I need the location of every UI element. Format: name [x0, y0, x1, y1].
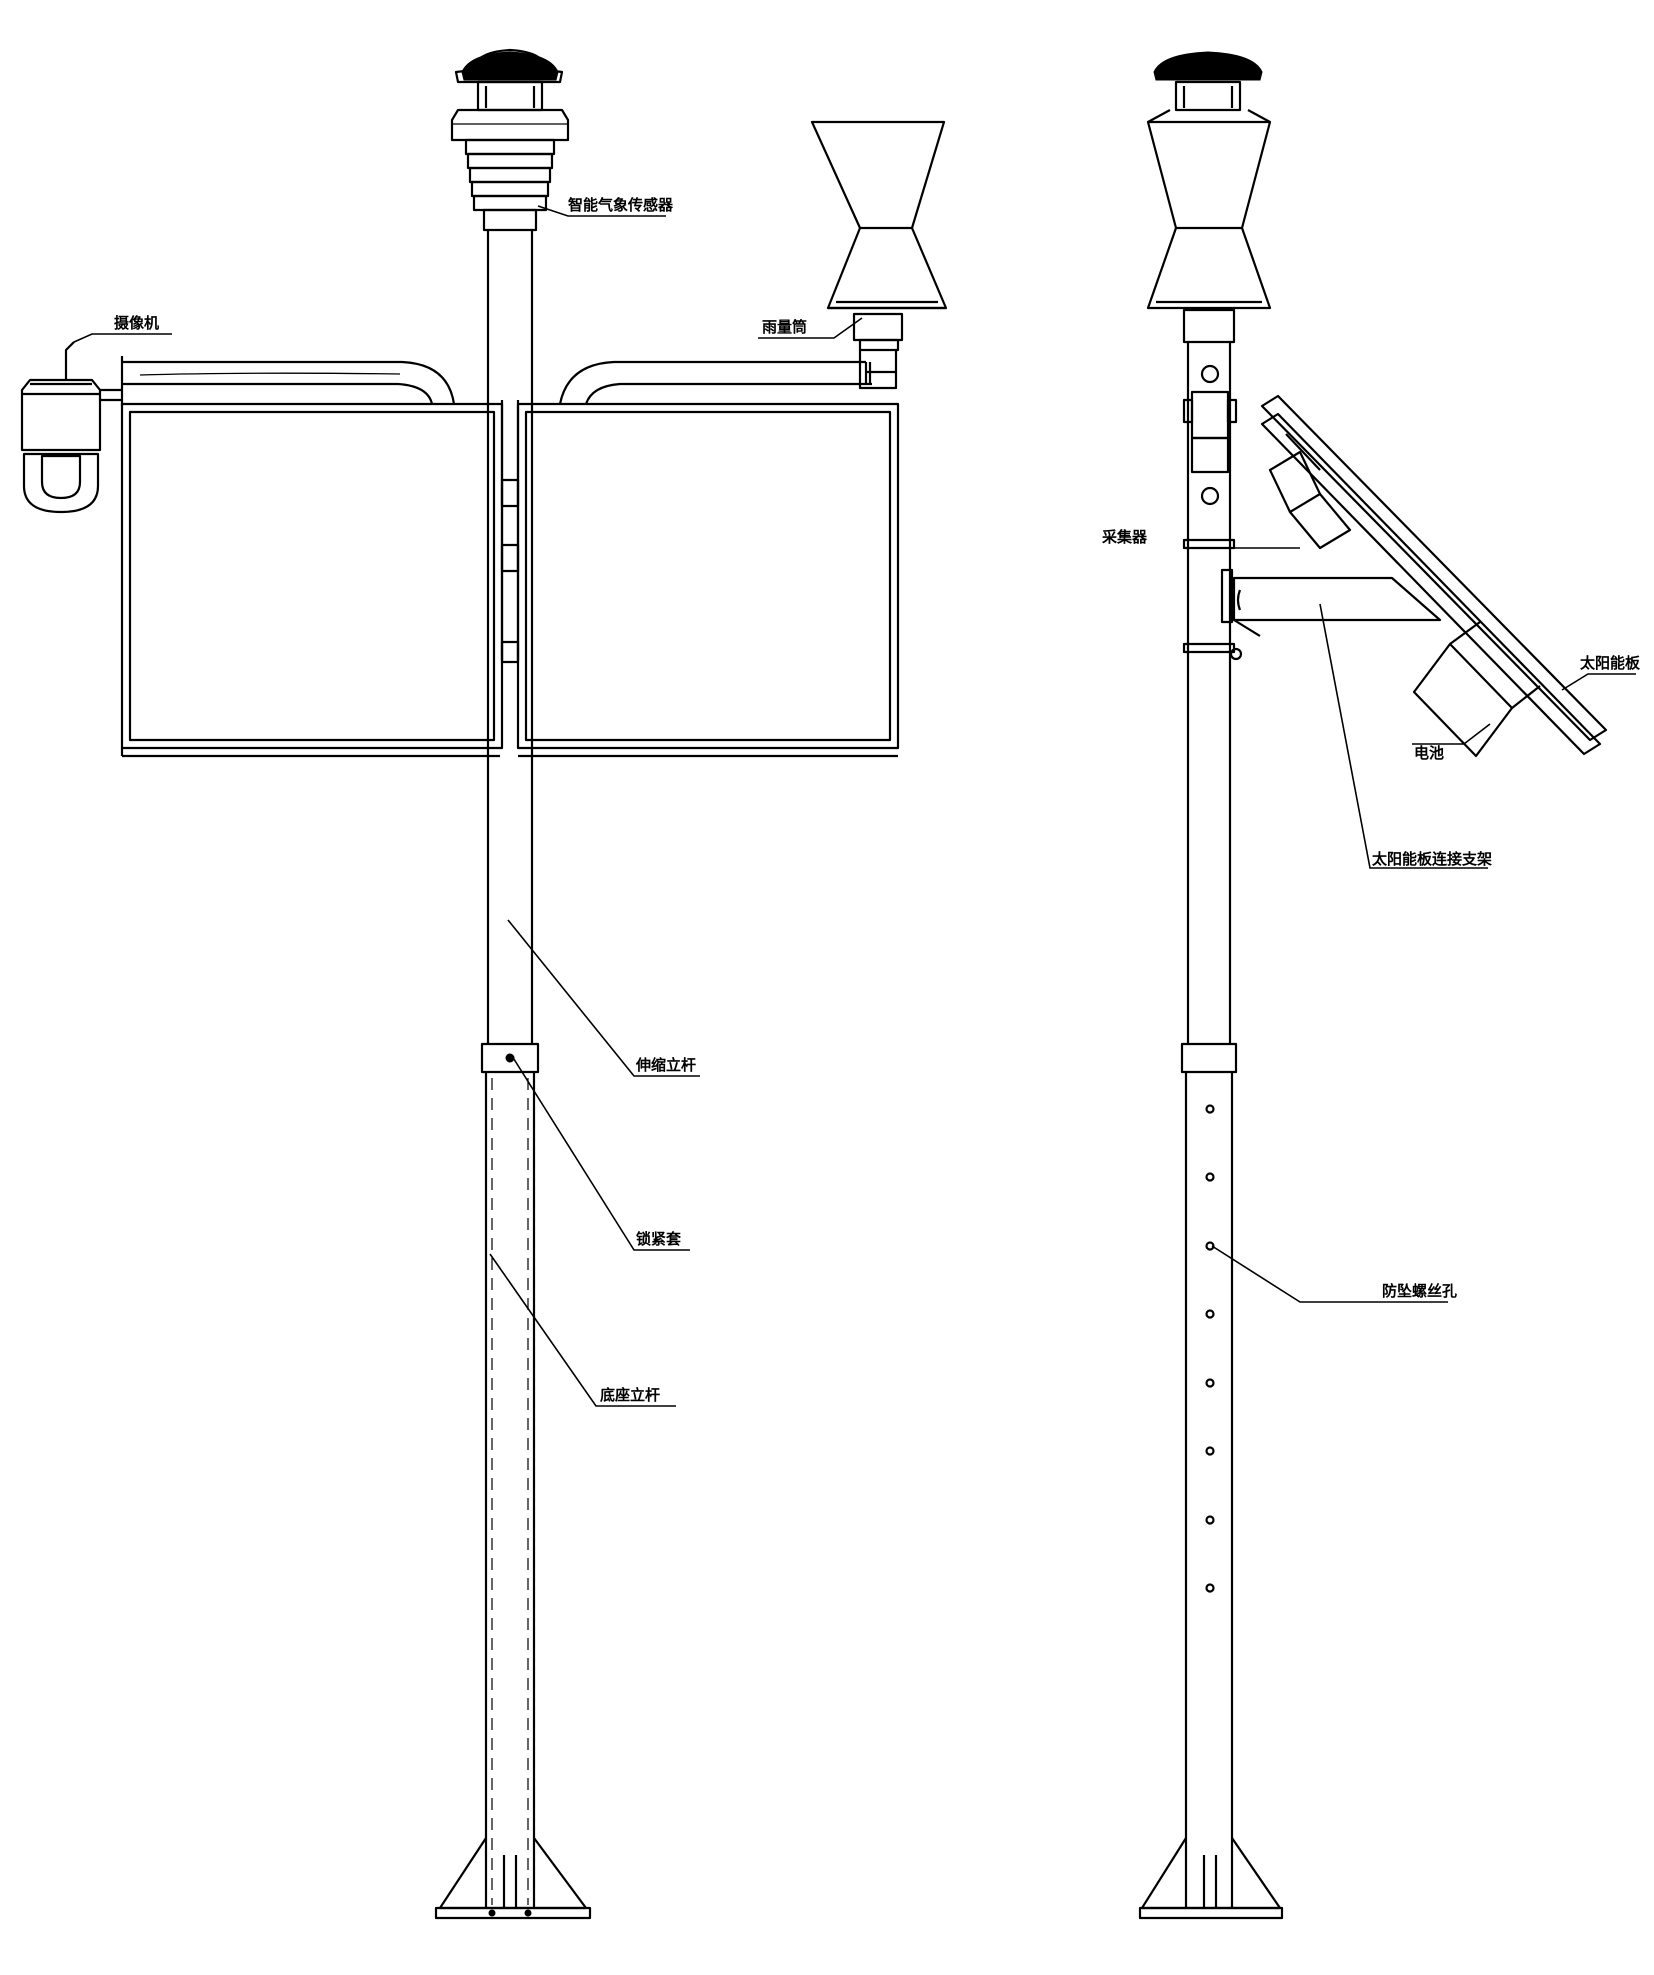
label-camera: 摄像机: [114, 314, 159, 332]
locking-sleeve-right: [1180, 1042, 1238, 1074]
label-solar-bracket: 太阳能板连接支架: [1372, 850, 1492, 868]
label-weather-sensor: 智能气象传感器: [568, 196, 674, 214]
battery: [1412, 621, 1541, 758]
label-base-pole: 底座立杆: [600, 1386, 660, 1404]
label-telescopic-pole: 伸缩立杆: [635, 1056, 696, 1074]
camera: [20, 341, 122, 514]
label-anti-fall-holes: 防坠螺丝孔: [1382, 1282, 1457, 1300]
anti-fall-holes: [1205, 1104, 1215, 1593]
right-arm: [558, 360, 872, 405]
label-locking-sleeve: 锁紧套: [636, 1230, 682, 1248]
solar-panel: [1260, 394, 1608, 756]
label-solar-panel: 太阳能板: [1580, 654, 1641, 672]
weather-sensor-left: [450, 48, 570, 232]
locking-sleeve-left: [480, 1042, 540, 1074]
left-view: 智能气象传感器 雨量筒 摄像机 伸缩立杆 锁紧套 底座立杆: [20, 48, 948, 1920]
main-pole-right: [1182, 308, 1243, 1908]
collector: [1268, 450, 1352, 550]
leaders-right: [1186, 547, 1636, 1303]
weather-sensor-right: [1146, 51, 1272, 310]
rain-gauge-left: [810, 120, 948, 390]
label-rain-gauge: 雨量筒: [762, 318, 807, 336]
solar-bracket: [1232, 576, 1442, 637]
right-panel: [516, 402, 900, 758]
pole-base-left: [434, 1837, 592, 1920]
leaders-left: [73, 205, 863, 1407]
left-panel: [120, 402, 504, 758]
label-battery: 电池: [1414, 744, 1444, 762]
left-arm: [120, 356, 456, 406]
label-collector: 采集器: [1101, 528, 1148, 546]
pole-base-right: [1138, 1837, 1284, 1920]
right-view: 采集器 太阳能板 电池 太阳能板连接支架 防坠螺丝孔: [1101, 51, 1641, 1920]
